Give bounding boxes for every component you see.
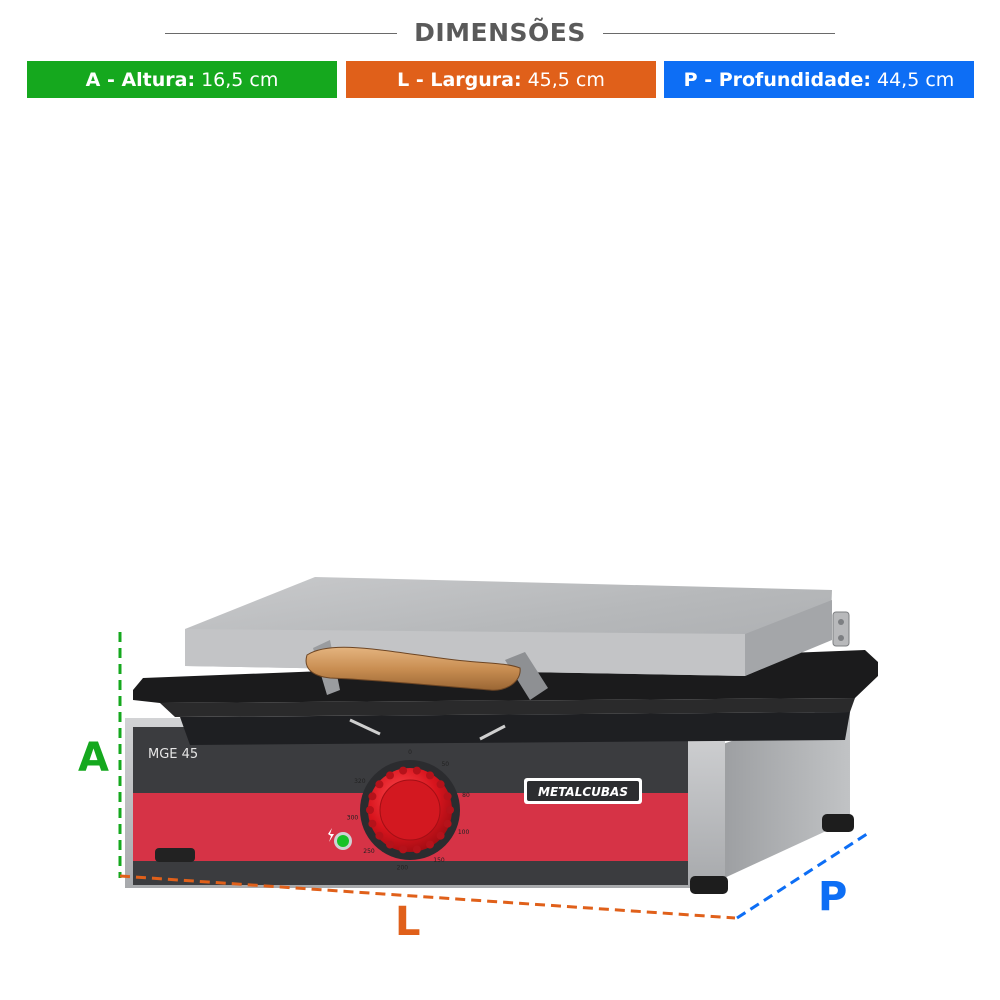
knob-scale-mark: 150 xyxy=(433,857,445,864)
header-divider-left xyxy=(165,33,397,34)
knob-scale: 0 50 80 100 150 200 250 300 320 xyxy=(347,749,470,872)
grill-gap xyxy=(180,712,850,745)
page-title: DIMENSÕES xyxy=(414,18,586,47)
header-divider-right xyxy=(603,33,835,34)
height-label: A - Altura: xyxy=(85,68,196,91)
height-axis-letter: A xyxy=(78,735,109,781)
knob-scale-mark: 250 xyxy=(363,848,375,855)
temperature-knob[interactable]: 0 50 80 100 150 200 250 300 320 xyxy=(340,740,480,880)
knob-scale-mark: 80 xyxy=(462,792,470,799)
width-axis-letter: L xyxy=(395,899,421,945)
width-dimension-line xyxy=(119,874,736,920)
depth-axis-letter: P xyxy=(818,874,847,920)
width-value: 45,5 cm xyxy=(527,68,605,91)
model-label: MGE 45 xyxy=(148,747,198,762)
svg-text:METALCUBAS: METALCUBAS xyxy=(538,785,628,799)
depth-label: P - Profundidade: xyxy=(683,68,871,91)
knob-scale-mark: 100 xyxy=(458,829,470,836)
knob-scale-mark: 320 xyxy=(354,778,366,785)
width-dimension-badge: L - Largura: 45,5 cm xyxy=(346,61,656,98)
depth-dimension-line xyxy=(736,830,871,920)
lid-side-edge xyxy=(745,600,832,676)
height-value: 16,5 cm xyxy=(201,68,279,91)
grill-rod-right xyxy=(479,724,506,741)
knob-scale-mark: 300 xyxy=(347,815,359,822)
knob-scale-mark: 0 xyxy=(408,749,412,756)
grill-rod-left xyxy=(349,718,381,736)
lid-handle[interactable] xyxy=(305,640,548,700)
depth-value: 44,5 cm xyxy=(877,68,955,91)
power-indicator-light xyxy=(328,828,352,850)
brand-logo: METALCUBAS xyxy=(524,778,642,804)
knob-scale-mark: 200 xyxy=(397,865,409,872)
height-dimension-badge: A - Altura: 16,5 cm xyxy=(27,61,337,98)
width-label: L - Largura: xyxy=(397,68,522,91)
knob-scale-mark: 50 xyxy=(441,761,449,768)
control-panel-bottom xyxy=(133,861,688,885)
body-side-panel xyxy=(720,700,850,880)
rubber-feet xyxy=(155,814,854,894)
grill-frame-lower xyxy=(160,698,855,717)
section-header: DIMENSÕES xyxy=(0,14,1000,54)
depth-dimension-badge: P - Profundidade: 44,5 cm xyxy=(664,61,974,98)
hinge xyxy=(832,611,850,647)
